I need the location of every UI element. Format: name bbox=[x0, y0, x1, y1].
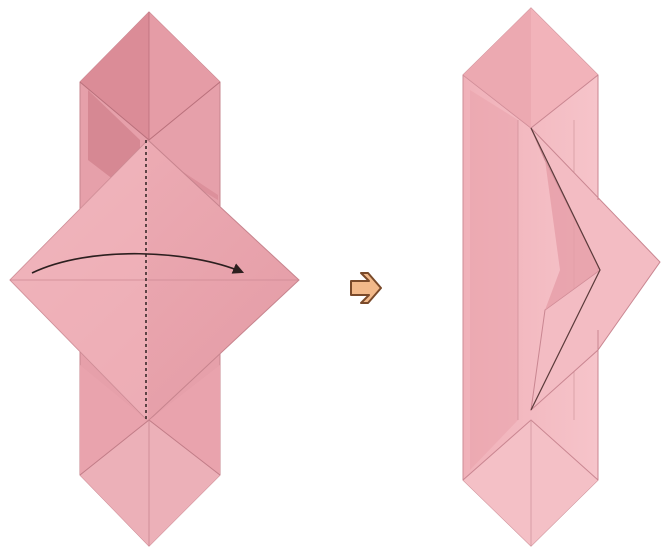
right-arrow-icon bbox=[351, 273, 381, 303]
origami-step-after bbox=[463, 8, 660, 546]
origami-step-before bbox=[10, 12, 299, 546]
